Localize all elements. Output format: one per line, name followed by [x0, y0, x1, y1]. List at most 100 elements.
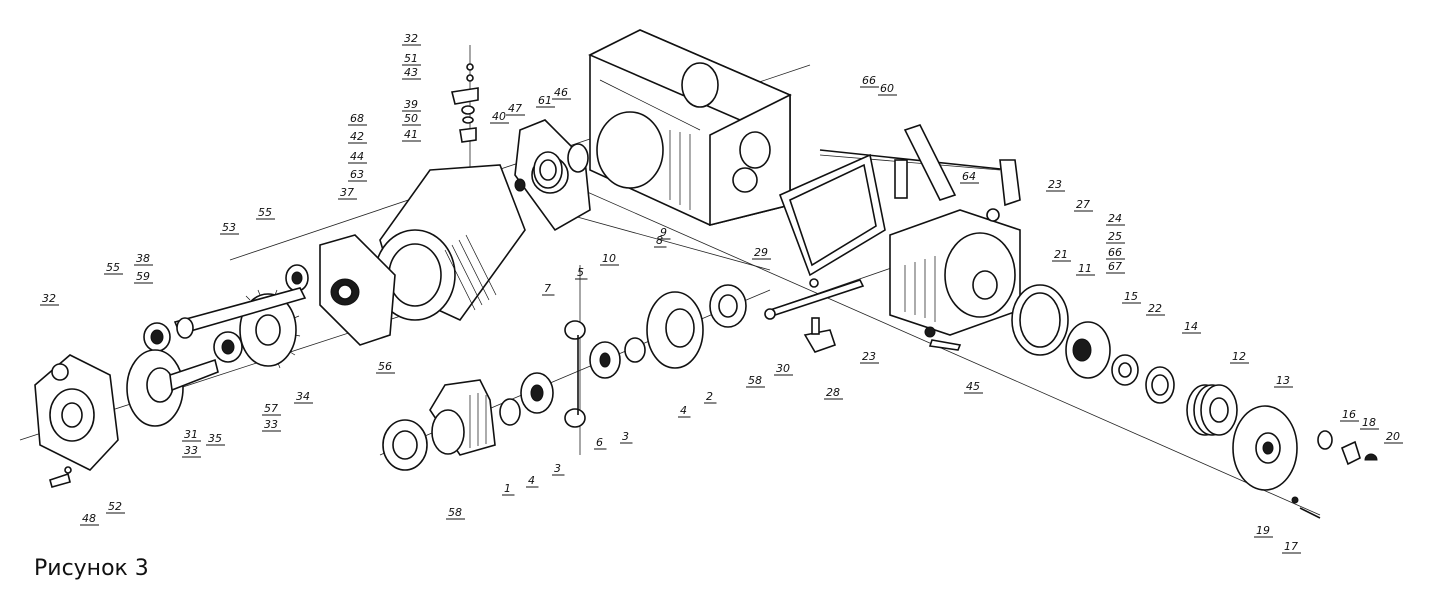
part-number-text: 30 [776, 362, 790, 375]
part-number-text: 67 [1108, 260, 1122, 273]
part-number-text: 20 [1386, 430, 1400, 443]
part-label-l42: 42 [348, 130, 367, 144]
gear-3-left [520, 372, 554, 414]
part-number-text: 14 [1184, 320, 1198, 333]
part-number-text: 24 [1108, 212, 1122, 225]
part-number-text: 50 [404, 112, 418, 125]
part-label-l23a: 23 [1046, 178, 1065, 192]
part-label-l11: 11 [1076, 262, 1095, 276]
bearing-22 [1111, 354, 1139, 386]
part-number-text: 41 [404, 128, 418, 141]
part-label-l41: 41 [402, 128, 421, 142]
part-number-text: 63 [350, 168, 364, 181]
part-label-l58b: 58 [746, 374, 765, 388]
part-number-text: 28 [826, 386, 840, 399]
part-label-l45: 45 [964, 380, 983, 394]
part-number-text: 32 [404, 32, 418, 45]
collar-14 [1145, 366, 1175, 404]
part-number-text: 13 [1276, 374, 1290, 387]
flange-31 [126, 349, 219, 427]
part-number-text: 42 [350, 130, 364, 143]
left-case [374, 119, 591, 322]
part-label-l31: 31 [182, 428, 201, 442]
part-label-l16: 16 [1340, 408, 1359, 422]
part-number-text: 43 [404, 66, 418, 79]
part-number-text: 8 [656, 234, 663, 247]
part-label-l23b: 23 [860, 350, 879, 364]
part-number-text: 55 [106, 261, 120, 274]
part-number-text: 11 [1078, 262, 1092, 275]
part-number-text: 17 [1284, 540, 1298, 553]
part-label-l43: 43 [402, 66, 421, 80]
part-label-l25: 25 [1106, 230, 1125, 244]
end-cover-32 [34, 354, 119, 471]
part-number-text: 15 [1124, 290, 1138, 303]
part-label-l18: 18 [1360, 416, 1379, 430]
part-number-text: 33 [264, 418, 278, 431]
part-number-text: 31 [184, 428, 198, 441]
figure-caption: Рисунок 3 [34, 556, 149, 581]
lever-64 [819, 124, 1021, 207]
part-number-text: 48 [82, 512, 96, 525]
part-number-text: 53 [222, 221, 236, 234]
part-label-l60: 60 [878, 82, 897, 96]
part-label-l24: 24 [1106, 212, 1125, 226]
bearing-58-left [382, 419, 428, 471]
part-number-text: 58 [448, 506, 462, 519]
part-label-l19: 19 [1254, 524, 1273, 538]
part-label-l50: 50 [402, 112, 421, 126]
bearing-55-upper [285, 264, 309, 292]
part-number-text: 68 [350, 112, 364, 125]
gear-46 [567, 143, 589, 173]
part-number-text: 1 [504, 482, 511, 495]
screws-48-52 [49, 466, 72, 488]
part-number-text: 7 [544, 282, 551, 295]
part-label-l52: 52 [106, 500, 125, 514]
part-number-text: 61 [538, 94, 552, 107]
part-number-text: 64 [962, 170, 976, 183]
part-label-l29: 29 [752, 246, 771, 260]
shaft-38 [173, 287, 307, 339]
part-number-text: 59 [136, 270, 150, 283]
part-label-l47: 47 [506, 102, 525, 116]
part-number-text: 16 [1342, 408, 1356, 421]
part-label-l55b: 55 [104, 261, 123, 275]
gear-3-right [589, 341, 621, 379]
part-number-text: 56 [378, 360, 392, 373]
part-number-text: 4 [680, 404, 687, 417]
part-label-l3a: 3 [552, 462, 565, 476]
part-label-l30: 30 [774, 362, 793, 376]
part-number-text: 44 [350, 150, 364, 163]
part-number-text: 6 [596, 436, 603, 449]
part-label-l53: 53 [220, 221, 239, 235]
part-label-l63: 63 [348, 168, 367, 182]
part-label-l32a: 32 [402, 32, 421, 46]
pinion-gears-5-6 [564, 320, 586, 428]
part-number-text: 32 [42, 292, 56, 305]
part-number-text: 66 [1108, 246, 1122, 259]
part-number-text: 21 [1054, 248, 1068, 261]
cover-13 [1232, 405, 1298, 491]
right-case [889, 208, 1021, 336]
part-label-l2: 2 [704, 390, 717, 404]
small-parts-16-18-20 [1317, 430, 1378, 466]
part-number-text: 55 [258, 206, 272, 219]
part-label-l37: 37 [338, 186, 357, 200]
part-label-l3b: 3 [620, 430, 633, 444]
part-label-l58a: 58 [446, 506, 465, 520]
part-number-text: 52 [108, 500, 122, 513]
part-number-text: 40 [492, 110, 506, 123]
part-label-l8: 8 [654, 234, 667, 248]
part-label-l56: 56 [376, 360, 395, 374]
part-label-l61: 61 [536, 94, 555, 108]
part-label-l59: 59 [134, 270, 153, 284]
part-number-text: 39 [404, 98, 418, 111]
part-label-l10: 10 [600, 252, 619, 266]
part-label-l27: 27 [1074, 198, 1093, 212]
part-label-l64: 64 [960, 170, 979, 184]
part-number-text: 3 [554, 462, 561, 475]
part-number-text: 2 [706, 390, 713, 403]
fasteners-19-17 [1291, 496, 1321, 519]
